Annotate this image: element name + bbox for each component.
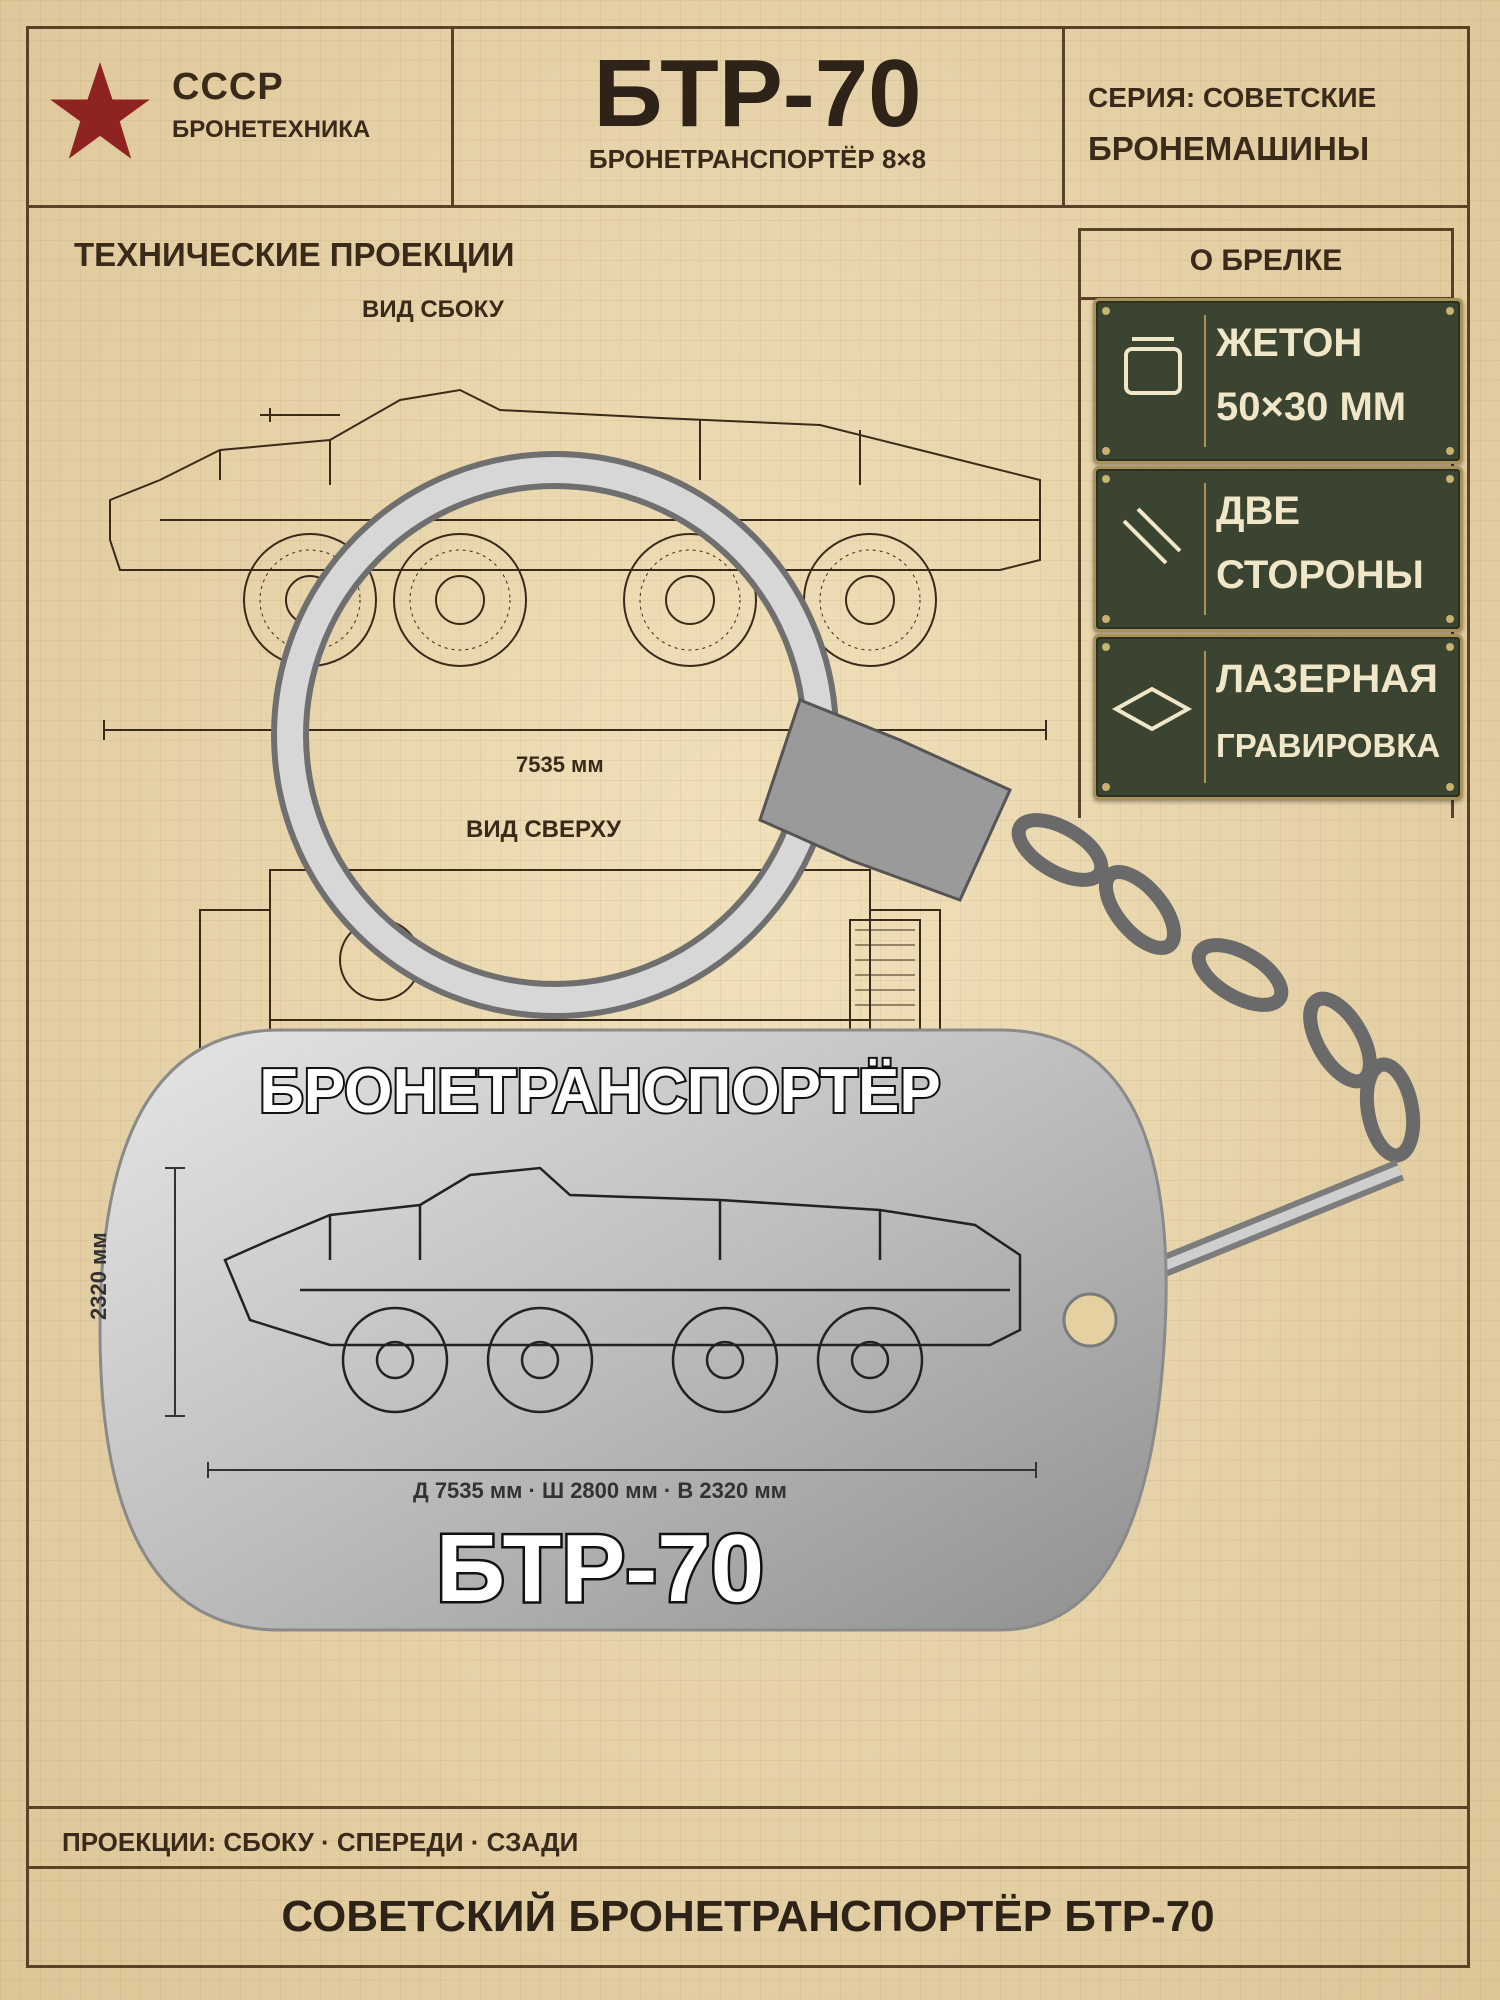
red-star-icon: [50, 62, 150, 159]
feature-line1: ДВЕ: [1216, 489, 1301, 533]
two-sides-icon: [1122, 507, 1182, 565]
length-label: 7535 мм: [516, 752, 604, 777]
side-view-drawing: [109, 388, 1041, 667]
tag-model: БТР-70: [433, 1513, 766, 1625]
feature-line1: ЛАЗЕРНАЯ: [1216, 657, 1438, 701]
series-name: БРОНЕМАШИНЫ: [1088, 130, 1370, 167]
feature-line2: 50×30 ММ: [1216, 385, 1407, 429]
header-column-divider: [451, 26, 454, 206]
tag-height-label: 2320 мм: [86, 1232, 111, 1320]
top-view-label: ВИД СВЕРХУ: [466, 816, 622, 843]
feature-plate-engraving: ЛАЗЕРНАЯ ГРАВИРОВКА: [1093, 634, 1463, 800]
square-tag-icon: [1124, 337, 1182, 395]
feature-plate-sides: ДВЕ СТОРОНЫ: [1093, 466, 1463, 632]
series-label: СЕРИЯ: СОВЕТСКИЕ: [1088, 82, 1377, 113]
feature-line1: ЖЕТОН: [1216, 321, 1363, 365]
header-divider: [26, 205, 1470, 208]
laser-diamond-icon: [1111, 686, 1193, 732]
tag-dimensions: Д 7535 мм · Ш 2800 мм · В 2320 мм: [413, 1478, 787, 1503]
tag-heading: БРОНЕТРАНСПОРТЁР: [257, 1055, 943, 1128]
brand-subtitle: БРОНЕТЕХНИКА: [172, 116, 371, 143]
feature-line2: ГРАВИРОВКА: [1216, 727, 1441, 764]
projections-heading: ТЕХНИЧЕСКИЕ ПРОЕКЦИИ: [74, 236, 515, 273]
footer-divider: [26, 1806, 1470, 1809]
about-heading: О БРЕЛКЕ: [1189, 244, 1343, 277]
about-panel-edge: [1078, 228, 1081, 818]
feature-plate-token: ЖЕТОН 50×30 ММ: [1093, 298, 1463, 464]
footer-title: СОВЕТСКИЙ БРОНЕТРАНСПОРТЁР БТР-70: [281, 1892, 1215, 1941]
outer-frame: [26, 26, 1470, 1968]
page-title: БТР-70: [593, 40, 922, 147]
header-column-divider: [1062, 26, 1065, 206]
feature-line2: СТОРОНЫ: [1216, 553, 1424, 597]
length-dimension-line: [103, 720, 1047, 740]
projections-note: ПРОЕКЦИИ: СБОКУ · СПЕРЕДИ · СЗАДИ: [62, 1827, 579, 1857]
page-subtitle: БРОНЕТРАНСПОРТЁР 8×8: [588, 144, 927, 174]
brand-name: СССР: [172, 66, 284, 108]
footer-divider: [26, 1866, 1470, 1869]
side-view-label: ВИД СБОКУ: [362, 296, 504, 323]
